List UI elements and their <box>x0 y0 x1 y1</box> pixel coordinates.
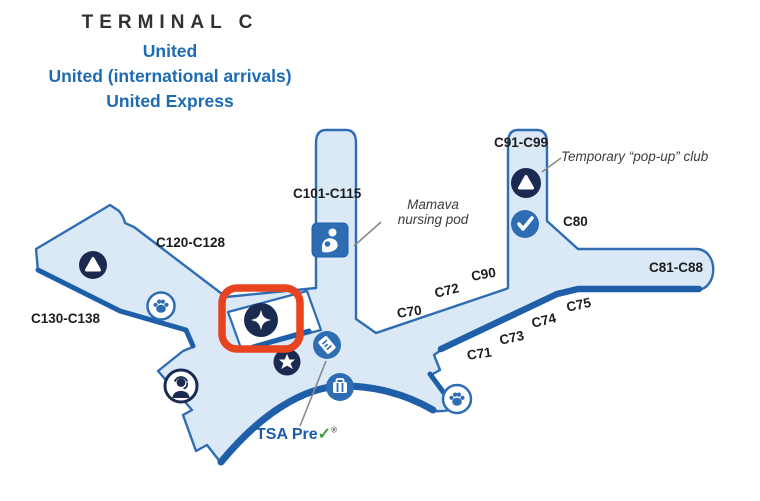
gate-label-c130-c138: C130-C138 <box>31 311 101 326</box>
star-icon <box>273 348 301 376</box>
tsa-precheck-text: TSA Pre <box>256 426 318 443</box>
gate-label-c91-c99: C91-C99 <box>494 135 549 150</box>
baggage-icon <box>326 373 354 401</box>
tsa-registered-mark: ® <box>331 425 337 435</box>
airline-line-2: United (international arrivals) <box>48 66 292 86</box>
terminal-outline <box>34 128 715 465</box>
tsa-precheck-ticket-icon <box>313 331 341 359</box>
gate-label-c81-c88: C81-C88 <box>649 260 704 275</box>
mamava-annotation-line1: Mamava <box>407 197 459 212</box>
united-club-icon-top <box>511 168 541 198</box>
gate-label-c101-c115: C101-C115 <box>293 186 362 201</box>
airline-line-1: United <box>142 41 198 61</box>
mamava-annotation: Mamava nursing pod <box>381 197 485 227</box>
popup-club-annotation: Temporary “pop-up” club <box>561 149 709 164</box>
header-block: TERMINAL C United United (international … <box>0 12 340 112</box>
airline-line-3: United Express <box>106 91 234 111</box>
mamava-annotation-line2: nursing pod <box>397 212 469 227</box>
united-club-icon-left <box>79 251 107 279</box>
four-point-star-icon[interactable] <box>244 303 278 337</box>
checkmark-icon <box>511 210 539 238</box>
highlight-box <box>218 284 304 353</box>
gate-label-c80: C80 <box>563 214 588 229</box>
pet-relief-icon-right <box>441 383 473 415</box>
page-title: TERMINAL C <box>81 12 259 33</box>
nursing-pod-icon <box>311 222 349 258</box>
gate-label-c120-c128: C120-C128 <box>156 235 226 250</box>
tsa-check-glyph: ✓ <box>317 426 332 443</box>
information-icon <box>163 368 199 404</box>
tsa-precheck-label: TSA Pre✓® <box>256 424 337 444</box>
leader-lines <box>299 157 562 427</box>
pet-relief-icon-left <box>146 291 176 321</box>
